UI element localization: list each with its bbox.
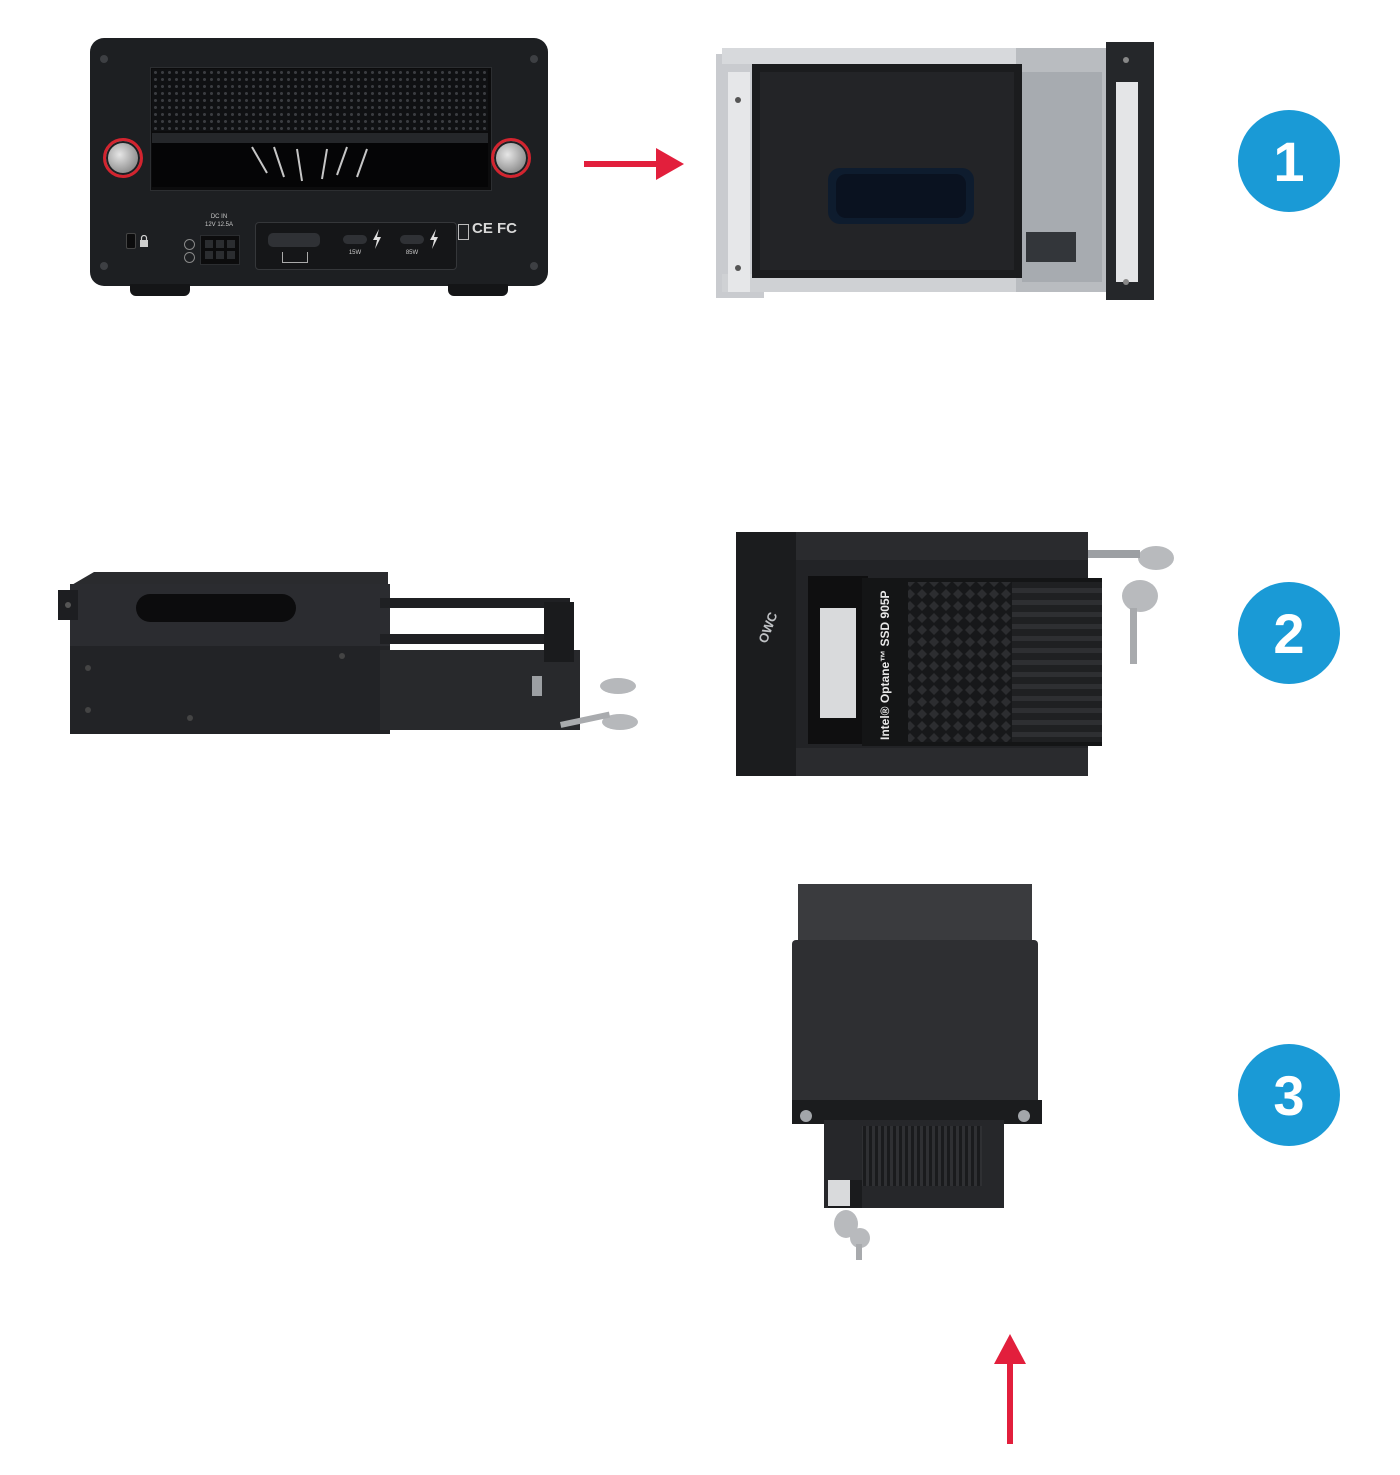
lock-icon	[139, 234, 149, 247]
sled-side-view-image	[58, 572, 648, 747]
sled-inserted-image	[788, 880, 1048, 1210]
displayport-icon	[282, 252, 308, 263]
key-icon	[596, 676, 636, 700]
dc-rating-label: 12V 12.5A	[204, 222, 234, 228]
dc-in-label: DC IN	[210, 214, 228, 220]
displayport-port[interactable]	[268, 233, 320, 247]
drive-cage-image	[716, 42, 1154, 300]
key-icon	[1120, 560, 1160, 660]
step-badge-2: 2	[1238, 582, 1340, 684]
thunderbolt-port-2[interactable]	[400, 235, 424, 244]
corner-screw	[530, 262, 538, 270]
enclosure-foot-right	[448, 284, 508, 296]
thunderbolt-port-1[interactable]	[343, 235, 367, 244]
certification-marks: CE FC	[472, 220, 517, 237]
sled-top-view-image	[736, 528, 1176, 778]
thunderbolt-icon	[428, 229, 440, 249]
enclosure-foot-left	[130, 284, 190, 296]
step-badge-1: 1	[1238, 110, 1340, 212]
port-power-label: 15W	[348, 250, 362, 256]
bay-divider	[152, 133, 488, 143]
arrow-up-icon	[990, 1334, 1030, 1444]
thumbscrew-right[interactable]	[491, 138, 531, 178]
ssd-model-label: Intel® Optane™ SSD 905P	[878, 590, 892, 740]
fan-grill	[152, 143, 488, 187]
waste-bin-icon	[458, 224, 469, 240]
port-power-label: 85W	[405, 250, 419, 256]
power-connector	[200, 235, 240, 265]
thunderbolt-icon	[371, 229, 383, 249]
corner-screw	[530, 55, 538, 63]
step-badge-3: 3	[1238, 1044, 1340, 1146]
polarity-minus-icon	[184, 252, 195, 263]
polarity-plus-icon	[184, 239, 195, 250]
corner-screw	[100, 55, 108, 63]
security-slot	[126, 233, 136, 249]
key-icon	[820, 1180, 884, 1260]
corner-screw	[100, 262, 108, 270]
thumbscrew-left[interactable]	[103, 138, 143, 178]
vent-mesh	[152, 69, 488, 131]
arrow-right-icon	[584, 144, 684, 184]
